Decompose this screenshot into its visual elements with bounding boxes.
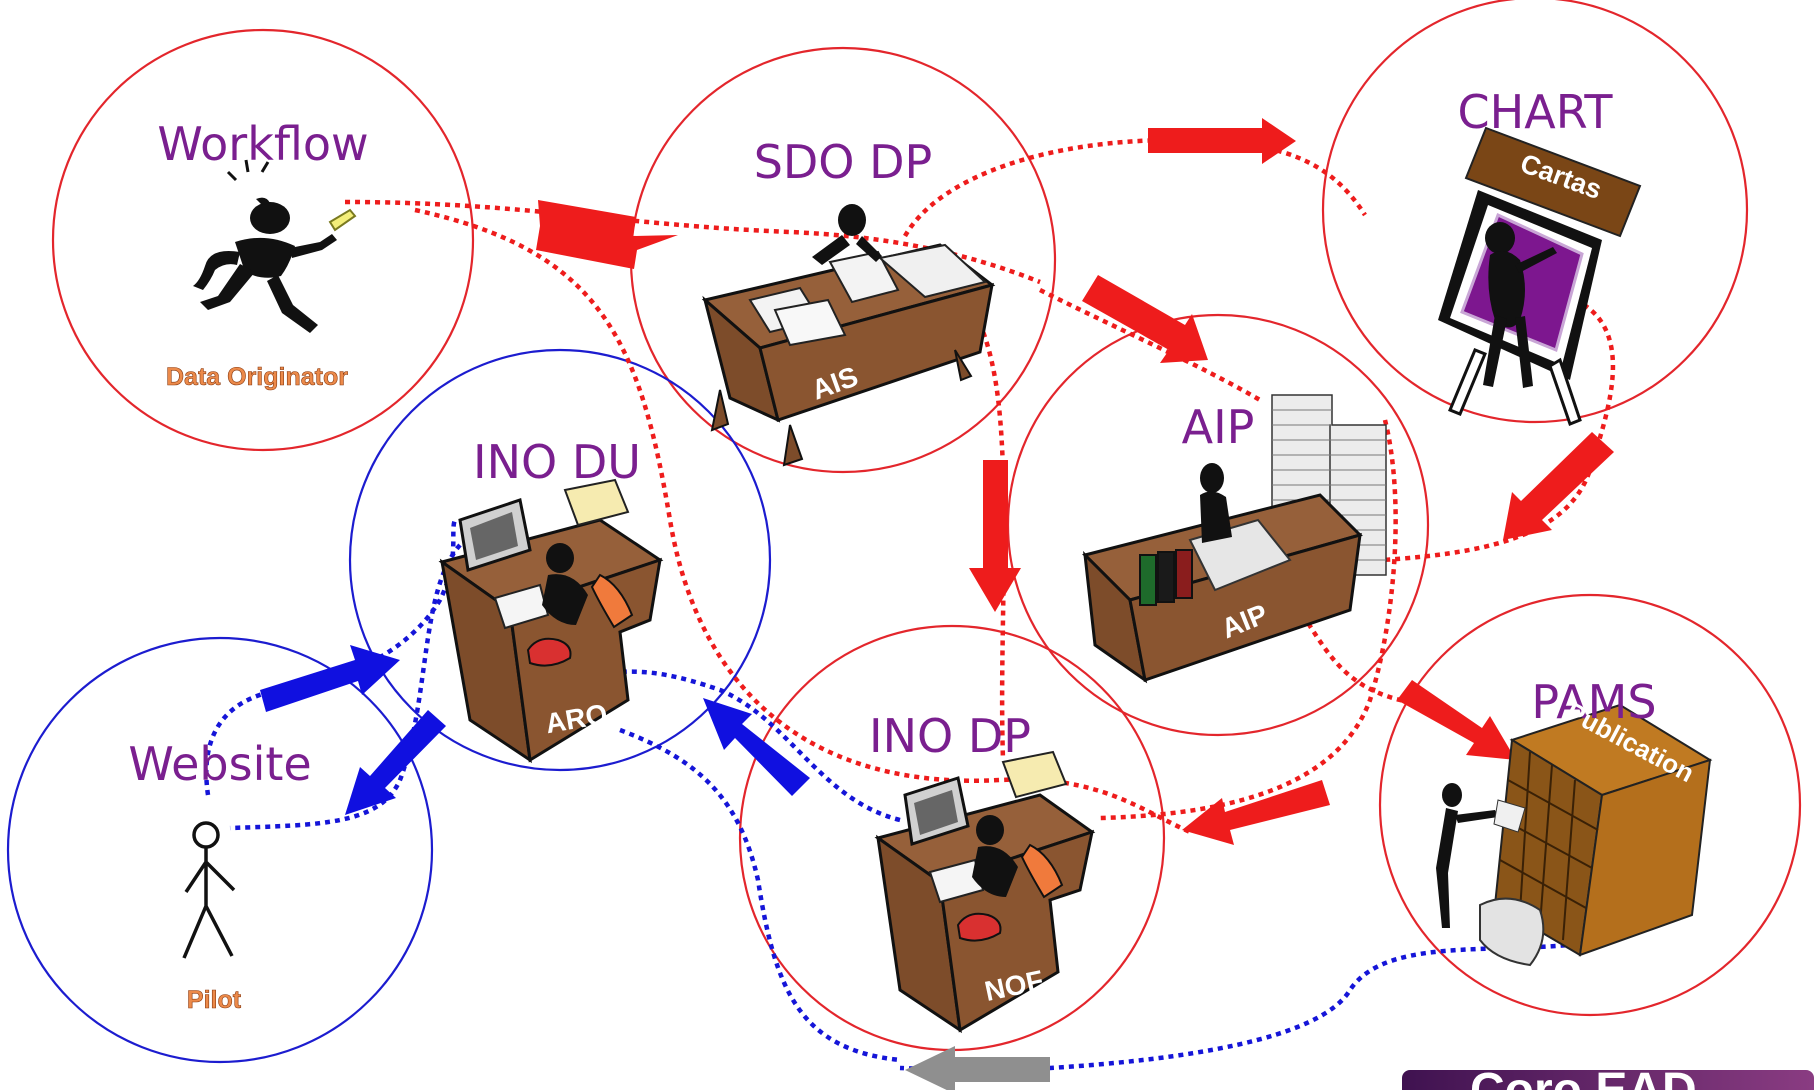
ino-dp-title: INO DP bbox=[869, 709, 1031, 763]
ino-du-title: INO DU bbox=[473, 435, 641, 489]
arrow-aro-to-pilot bbox=[345, 710, 446, 815]
ino-du-desk-illustration bbox=[438, 478, 664, 764]
flow-nof-aro bbox=[619, 669, 901, 823]
runner-figure bbox=[193, 159, 357, 333]
arrow-sdo-to-aip bbox=[1082, 275, 1208, 363]
arrow-aip-to-nof bbox=[1182, 780, 1330, 845]
arrow-sdo-to-chart bbox=[1148, 118, 1296, 164]
data-originator-label: Data Originator bbox=[166, 363, 348, 391]
node-circles bbox=[6, 0, 1802, 1064]
arrow-pams-to-website bbox=[905, 1046, 1050, 1090]
workflow-circle bbox=[51, 28, 475, 452]
flow-workflow-nof bbox=[414, 207, 1191, 835]
flow-sdo-nof bbox=[928, 260, 1007, 761]
sdo-desk-illustration bbox=[701, 204, 996, 467]
flow-pams-bottom bbox=[899, 935, 1616, 1072]
chart-circle bbox=[1321, 0, 1749, 424]
pams-title: PAMS bbox=[1531, 675, 1656, 729]
aip-title: AIP bbox=[1182, 400, 1255, 454]
arrow-pilot-to-aro bbox=[260, 645, 400, 712]
website-title: Website bbox=[128, 737, 311, 791]
flow-aro-pilot bbox=[229, 543, 462, 831]
blue-arrows bbox=[260, 645, 810, 815]
aip-desk-illustration bbox=[1082, 394, 1387, 684]
arrow-aip-to-pams bbox=[1397, 680, 1516, 760]
flow-aip-nof bbox=[1099, 419, 1398, 821]
flow-sdo-chart bbox=[903, 137, 1367, 238]
footer-bar bbox=[1402, 1070, 1814, 1090]
arrow-nof-to-aro bbox=[703, 698, 810, 796]
pilot-label: Pilot bbox=[187, 986, 242, 1014]
arrow-sdo-down-nof bbox=[969, 460, 1021, 612]
chart-easel-illustration bbox=[1438, 126, 1642, 426]
arrow-chart-to-aip bbox=[1503, 432, 1614, 540]
arrow-workflow-to-sdo bbox=[536, 200, 678, 269]
footer-text: Coro EAD bbox=[1470, 1064, 1697, 1090]
flow-sdo-aip bbox=[1038, 287, 1262, 402]
website-circle bbox=[6, 636, 434, 1064]
ino-dp-desk-illustration bbox=[874, 750, 1096, 1034]
chart-title: CHART bbox=[1458, 85, 1614, 139]
ino-du-circle bbox=[348, 348, 772, 772]
sdo-dp-title: SDO DP bbox=[754, 135, 933, 189]
pams-shelf-illustration bbox=[1436, 703, 1713, 967]
flow-aro-bottom bbox=[619, 727, 901, 1063]
pams-circle bbox=[1378, 593, 1802, 1017]
blue-flow-lines bbox=[204, 518, 1616, 1072]
red-arrows bbox=[536, 118, 1614, 845]
pilot-figure bbox=[182, 821, 236, 959]
workflow-title: Workflow bbox=[157, 117, 368, 171]
